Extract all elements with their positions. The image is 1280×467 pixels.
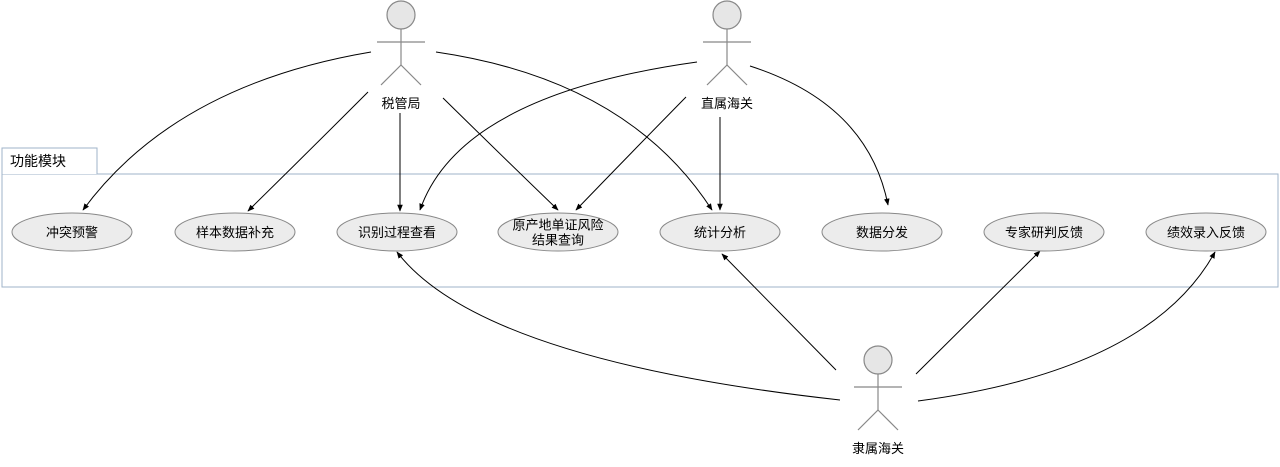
use-case-distribute[interactable]: 数据分发: [821, 212, 943, 252]
actor-head: [712, 0, 742, 30]
use-case-perf[interactable]: 绩效录入反馈: [1145, 212, 1267, 252]
actor-direct[interactable]: 直属海关: [701, 0, 753, 112]
association-tax-sample: [247, 91, 369, 212]
use-case-expert[interactable]: 专家研判反馈: [983, 212, 1105, 252]
association-direct-process: [419, 61, 698, 211]
use-case-label: 冲突预警: [46, 225, 98, 241]
use-case-stats[interactable]: 统计分析: [659, 212, 781, 252]
use-case-ellipse: [497, 212, 619, 252]
actor-label: 税管局: [381, 97, 420, 112]
actor-right-leg: [400, 64, 422, 86]
use-case-label: 数据分发: [856, 225, 908, 241]
actor-tax[interactable]: 税管局: [377, 0, 425, 112]
actor-head: [863, 345, 893, 375]
use-case-label: 识别过程查看: [358, 225, 436, 241]
actor-right-leg: [726, 64, 748, 86]
use-case-conflict[interactable]: 冲突预警: [11, 212, 133, 252]
use-case-sample[interactable]: 样本数据补充: [174, 212, 296, 252]
actor-head: [386, 0, 416, 30]
actor-left-leg: [857, 409, 879, 431]
association-tax-stats: [435, 51, 713, 211]
association-sub-process: [396, 251, 841, 401]
actor-left-leg: [706, 64, 728, 86]
actor-label: 直属海关: [701, 97, 753, 112]
association-tax-conflict: [82, 51, 372, 211]
association-direct-origin: [575, 96, 687, 211]
function-module-frame: 功能模块: [1, 147, 1279, 288]
use-case-label: 结果查询: [532, 234, 584, 249]
use-case-ellipse: [659, 212, 781, 252]
actor-left-leg: [380, 64, 402, 86]
module-title: 功能模块: [10, 154, 66, 170]
association-tax-origin: [442, 97, 559, 211]
actor-label: 隶属海关: [852, 442, 904, 457]
association-direct-distribute: [749, 65, 890, 206]
use-case-process[interactable]: 识别过程查看: [336, 212, 458, 252]
use-case-ellipse: [1145, 212, 1267, 252]
actor-sub[interactable]: 隶属海关: [852, 345, 904, 457]
associations-layer: [82, 51, 1216, 402]
module-title-tab: [1, 147, 98, 174]
module-boundary: [1, 173, 1279, 288]
use-case-ellipse: [11, 212, 133, 252]
association-sub-expert: [915, 250, 1041, 375]
use-case-label: 原产地单证风险: [512, 219, 603, 234]
use-case-label: 样本数据补充: [196, 225, 274, 241]
use-case-ellipse: [174, 212, 296, 252]
use-case-ellipse: [336, 212, 458, 252]
association-sub-stats: [721, 253, 837, 371]
actor-right-leg: [877, 409, 899, 431]
association-sub-perf: [917, 251, 1216, 402]
use-case-label: 统计分析: [694, 226, 746, 241]
use-case-label: 专家研判反馈: [1005, 225, 1083, 241]
use-case-ellipse: [983, 212, 1105, 252]
use-case-label: 绩效录入反馈: [1167, 226, 1245, 241]
use-case-ellipse: [821, 212, 943, 252]
